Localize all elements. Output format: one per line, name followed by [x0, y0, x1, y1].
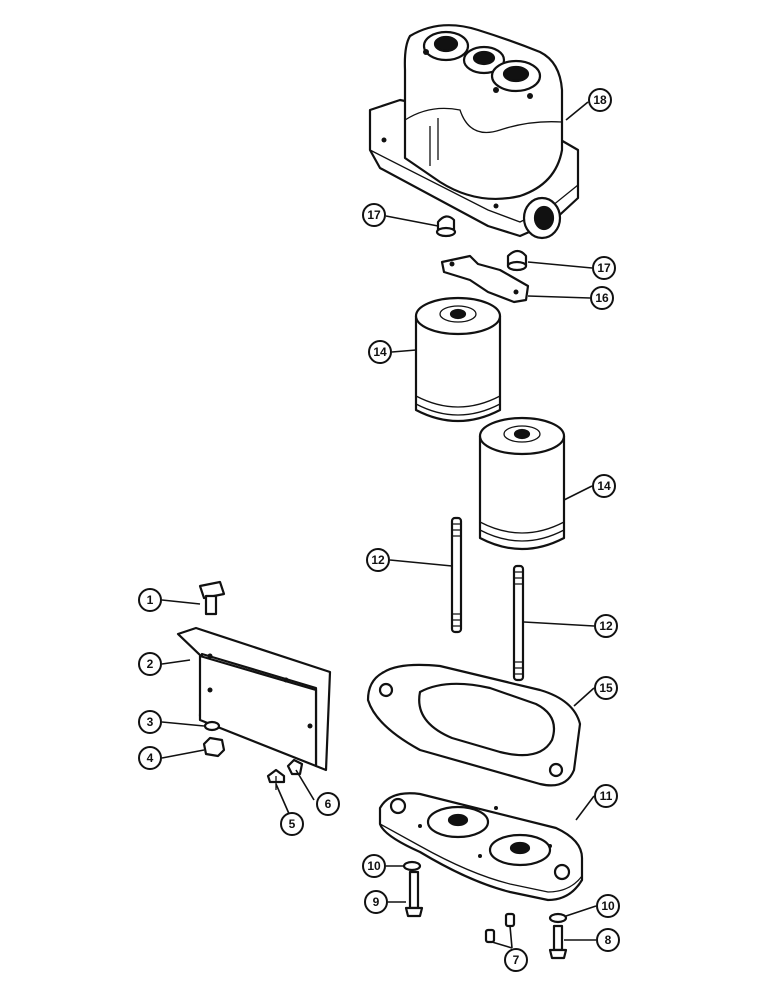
mounting-bracket	[176, 626, 332, 772]
svg-text:17: 17	[367, 208, 381, 222]
svg-text:7: 7	[513, 953, 520, 967]
stud-left	[450, 516, 463, 634]
svg-text:5: 5	[289, 817, 296, 831]
svg-text:14: 14	[597, 479, 611, 493]
svg-text:3: 3	[147, 715, 154, 729]
callout-17-lower: 17	[592, 256, 616, 280]
callout-14-upper: 14	[368, 340, 392, 364]
callout-11: 11	[594, 784, 618, 808]
callout-17-upper: 17	[362, 203, 386, 227]
callout-10-right: 10	[596, 894, 620, 918]
svg-text:16: 16	[595, 291, 609, 305]
filter-element-upper	[414, 296, 502, 423]
nut-6	[286, 758, 304, 776]
svg-text:12: 12	[371, 553, 385, 567]
callout-9: 9	[364, 890, 388, 914]
washer-10-right	[548, 912, 568, 924]
washer-10-left	[402, 860, 422, 872]
callout-1: 1	[138, 588, 162, 612]
svg-text:9: 9	[373, 895, 380, 909]
callout-14-lower: 14	[592, 474, 616, 498]
bolt-8	[548, 924, 568, 960]
lock-washer-3	[203, 720, 221, 732]
wing-nut-lower	[506, 249, 528, 272]
svg-text:15: 15	[599, 681, 613, 695]
callout-12-right: 12	[594, 614, 618, 638]
callout-3: 3	[138, 710, 162, 734]
callout-10-left: 10	[362, 854, 386, 878]
svg-text:11: 11	[600, 789, 613, 803]
svg-text:2: 2	[147, 657, 154, 671]
leader-lines	[161, 101, 597, 949]
svg-text:17: 17	[597, 261, 611, 275]
bolt-9	[404, 870, 424, 918]
svg-text:10: 10	[367, 859, 381, 873]
gasket	[366, 663, 582, 787]
base-plate	[378, 792, 584, 902]
callout-5: 5	[280, 812, 304, 836]
callout-6: 6	[316, 792, 340, 816]
svg-text:10: 10	[601, 899, 615, 913]
filter-head-housing	[368, 24, 580, 240]
callout-8: 8	[596, 928, 620, 952]
nut-4	[202, 736, 226, 758]
filter-element-lower	[478, 416, 566, 551]
wing-nut-upper	[435, 215, 457, 238]
plug-7a	[484, 928, 496, 944]
stud-right	[512, 564, 525, 682]
svg-text:4: 4	[147, 751, 154, 765]
screw-5	[266, 768, 286, 790]
callout-18: 18	[588, 88, 612, 112]
callout-12-left: 12	[366, 548, 390, 572]
svg-text:6: 6	[325, 797, 332, 811]
callout-15: 15	[594, 676, 618, 700]
svg-text:8: 8	[605, 933, 612, 947]
callout-7: 7	[504, 948, 528, 972]
svg-text:18: 18	[593, 93, 607, 107]
svg-text:14: 14	[373, 345, 387, 359]
callout-4: 4	[138, 746, 162, 770]
callout-16: 16	[590, 286, 614, 310]
plug-7b	[504, 912, 516, 928]
bolt-1	[198, 580, 226, 616]
svg-text:12: 12	[599, 619, 613, 633]
retaining-plate	[440, 254, 530, 304]
callout-2: 2	[138, 652, 162, 676]
svg-text:1: 1	[147, 593, 154, 607]
